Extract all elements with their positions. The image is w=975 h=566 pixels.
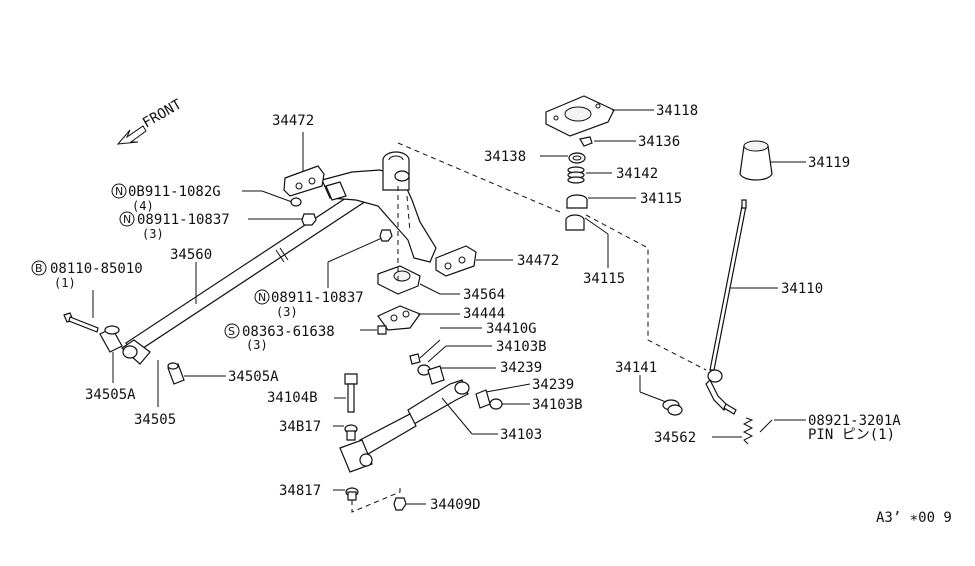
label-34110: 34110	[781, 281, 823, 297]
bolt-34104b	[344, 373, 358, 413]
bushing-34505a-left	[99, 325, 123, 353]
label-s1-qty: (3)	[246, 338, 268, 352]
pin-icon	[759, 419, 773, 433]
label-34505a-right: 34505A	[228, 369, 279, 385]
svg-text:N: N	[115, 185, 123, 198]
label-34141: 34141	[615, 360, 657, 376]
nut-n1-part	[290, 197, 302, 207]
label-34409d: 34409D	[430, 497, 481, 513]
label-n2-part: 08911-10837	[137, 212, 230, 228]
label-34817: 34817	[279, 483, 321, 499]
label-34444: 34444	[463, 306, 505, 322]
label-b1-qty: (1)	[54, 276, 76, 290]
label-34115-b: 34115	[583, 271, 625, 287]
front-label: FRONT	[140, 96, 185, 131]
bushing-34115-b	[565, 214, 585, 231]
svg-text:N: N	[258, 291, 266, 304]
rod-end-34505	[121, 339, 151, 365]
bushing-34505a-right	[167, 362, 185, 385]
label-34239-b: 34239	[532, 377, 574, 393]
label-n2-qty: (3)	[142, 227, 164, 241]
label-34505: 34505	[134, 412, 176, 428]
nut-n2: N	[119, 211, 135, 227]
bolt-b1: B	[31, 260, 47, 276]
bush-34239-a	[427, 365, 445, 385]
label-34564: 34564	[463, 287, 505, 303]
svg-text:B: B	[35, 262, 43, 275]
label-34115-a: 34115	[640, 191, 682, 207]
label-34138: 34138	[484, 149, 526, 165]
nut-n3-part	[379, 229, 393, 242]
label-34b17: 34B17	[279, 419, 321, 435]
label-34103b-a: 34103B	[496, 339, 547, 355]
shift-lever-34110	[705, 199, 747, 415]
label-pin-text: PIN ピン(1)	[808, 427, 895, 443]
diagram-code: A3’ ∗00 9	[876, 510, 952, 526]
label-34136: 34136	[638, 134, 680, 150]
bolt-b1-part	[63, 312, 99, 333]
label-34103: 34103	[500, 427, 542, 443]
support-bracket	[321, 151, 437, 263]
label-n3-part: 08911-10837	[271, 290, 364, 306]
nut-n2-part	[301, 213, 317, 226]
label-34119: 34119	[808, 155, 850, 171]
washer-34b17	[344, 424, 358, 441]
label-34239-a: 34239	[500, 360, 542, 376]
nut-n3: N	[254, 289, 270, 305]
clip-34136	[579, 136, 593, 147]
screw-s1-part	[377, 325, 387, 335]
spring-34142	[567, 166, 585, 184]
screw-s1: S	[224, 323, 240, 339]
spring-34562	[742, 417, 754, 445]
nut-n1: N	[111, 183, 127, 199]
label-n1-qty: (4)	[132, 199, 154, 213]
shift-knob-34119	[739, 140, 773, 181]
label-n3-qty: (3)	[276, 305, 298, 319]
bushing-34115-a	[566, 194, 588, 209]
label-s1-part: 08363-61638	[242, 324, 335, 340]
label-34562: 34562	[654, 430, 696, 446]
svg-text:N: N	[123, 213, 131, 226]
label-34410g: 34410G	[486, 321, 537, 337]
label-pin-part: 08921-3201A	[808, 413, 901, 429]
label-34505a-left: 34505A	[85, 387, 136, 403]
bush-34103b-b	[489, 398, 503, 410]
svg-text:S: S	[228, 325, 235, 338]
part-34410g	[409, 353, 421, 365]
nut-34409d	[393, 497, 407, 511]
label-34142: 34142	[616, 166, 658, 182]
label-34472-right: 34472	[517, 253, 559, 269]
front-arrow-icon	[116, 125, 147, 145]
washer-34817	[345, 487, 359, 501]
label-34118: 34118	[656, 103, 698, 119]
control-rod-34103	[339, 379, 470, 473]
bush-34472-top	[283, 165, 325, 197]
insulator-34564	[377, 265, 421, 295]
label-34103b-b: 34103B	[532, 397, 583, 413]
label-34560: 34560	[170, 247, 212, 263]
bush-34472-right	[435, 245, 477, 277]
label-b1-part: 08110-85010	[50, 261, 143, 277]
boot-retainer-34118	[545, 95, 615, 137]
label-34472-top: 34472	[272, 113, 314, 129]
bush-34239-b	[475, 389, 491, 409]
label-n1-part: 0B911-1082G	[128, 184, 221, 200]
bush-34141	[662, 399, 683, 416]
seat-34138	[568, 152, 586, 164]
label-34104b: 34104B	[267, 390, 318, 406]
